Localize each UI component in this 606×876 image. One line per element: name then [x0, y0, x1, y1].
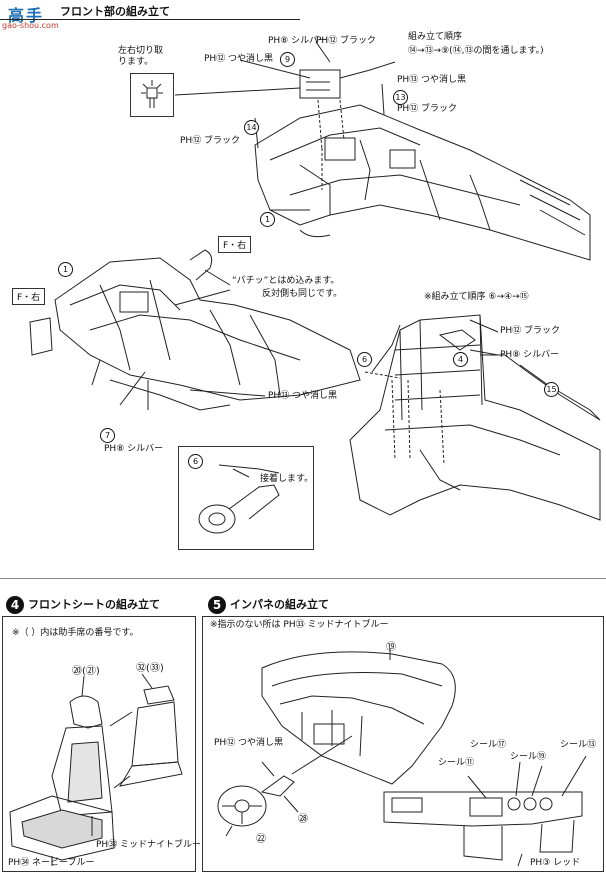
- dash-part-28: ㉘: [298, 814, 308, 825]
- black-label-right: PH⑫ ブラック: [500, 326, 561, 336]
- black-label-14: PH⑫ ブラック: [180, 136, 241, 146]
- silver-label-right: PH⑧ シルバー: [500, 350, 560, 360]
- callout-f-right-top: F・右: [218, 236, 252, 253]
- part-number-6: 6: [357, 352, 372, 367]
- part-number-15: 15: [544, 382, 559, 397]
- step5-panel: [202, 616, 604, 872]
- front-chassis-drawing-left: [29, 249, 361, 411]
- seal-11-label: シール⑪: [438, 758, 475, 768]
- watermark-top-text: 高手: [8, 6, 45, 25]
- tsuya-label-12: PH⑫ つや消し黒: [204, 54, 274, 64]
- part-number-6-detail: 6: [188, 454, 203, 469]
- silver-label-top: PH⑧ シルバー: [268, 36, 328, 46]
- watermark-bottom-text: gao-shou.com: [2, 21, 59, 30]
- part-number-4: 4: [453, 352, 468, 367]
- seal-19-label: シール⑲: [510, 752, 547, 762]
- front-chassis-drawing-right: [349, 314, 601, 521]
- matte-black-label-mid: PH⑬ つや消し黒: [268, 391, 338, 401]
- order-label: 組み立て順序: [408, 32, 463, 42]
- step4-badge: 4: [6, 596, 24, 614]
- dash-part-22: ㉒: [256, 834, 266, 845]
- snap-note-2: 反対側も同じです。: [262, 289, 343, 299]
- watermark-logo: 高手 gao-shou.com: [2, 2, 62, 32]
- part-number-1-top: 1: [260, 212, 275, 227]
- front-seat-drawing: [9, 673, 183, 866]
- part-number-13: 13: [393, 90, 408, 105]
- seat-part-b: ㉜(㉝): [136, 663, 164, 674]
- lamp-icon: [141, 80, 163, 108]
- black-label-top: PH⑫ ブラック: [316, 36, 377, 46]
- step5-note: ※指示のない所は PH㉝ ミッドナイトブルー: [210, 620, 389, 630]
- section-divider: [0, 578, 606, 579]
- dash-part-19: ⑲: [386, 642, 396, 653]
- order-sequence: ⑭→⑬→⑨(⑭,⑬の間を通します。): [408, 46, 544, 56]
- silver-label-7: PH⑧ シルバー: [104, 444, 164, 454]
- cut-note: 左右切り取ります。: [118, 46, 164, 67]
- step4-title: フロントシートの組み立て: [28, 598, 160, 611]
- order-note-2: ※組み立て順序 ⑥→④→⑮: [424, 292, 529, 302]
- step4-note: ※（ ）内は助手席の番号です。: [12, 628, 139, 638]
- step5-badge: 5: [208, 596, 226, 614]
- seat-part-a: ⑳(㉑): [72, 666, 100, 677]
- callout-f-right-left: F・右: [12, 288, 46, 305]
- part-number-14: 14: [244, 120, 259, 135]
- matte-black-label-13: PH⑬ つや消し黒: [397, 75, 467, 85]
- matte-black-label: PH⑫ つや消し黒: [214, 738, 284, 748]
- part-number-9: 9: [280, 52, 295, 67]
- snap-note: “パチッ”とはめ込みます。: [232, 276, 340, 286]
- front-chassis-drawing-top: [174, 41, 591, 261]
- seal-13-label: シール⑬: [560, 740, 597, 750]
- instrument-panel-drawing: [217, 648, 587, 867]
- paint-midnight-blue: PH㉝ ミッドナイトブルー: [96, 840, 202, 850]
- step3-header-rule: [0, 19, 300, 20]
- part-number-7: 7: [100, 428, 115, 443]
- glue-detail-box: [178, 446, 314, 550]
- step4-panel: [2, 616, 196, 872]
- black-label-13: PH⑫ ブラック: [397, 104, 458, 114]
- cut-detail-box: [130, 73, 174, 117]
- part-number-1-left: 1: [58, 262, 73, 277]
- glue-note: 接着します。: [260, 474, 314, 484]
- seal-17-label: シール⑰: [470, 740, 507, 750]
- hub-detail-drawing: [198, 464, 280, 534]
- red-paint-label: PH③ レッド: [530, 858, 581, 868]
- paint-navy-blue: PH㉞ ネービーブルー: [8, 858, 95, 868]
- step3-title: フロント部の組み立て: [60, 5, 170, 18]
- step5-title: インパネの組み立て: [230, 598, 329, 611]
